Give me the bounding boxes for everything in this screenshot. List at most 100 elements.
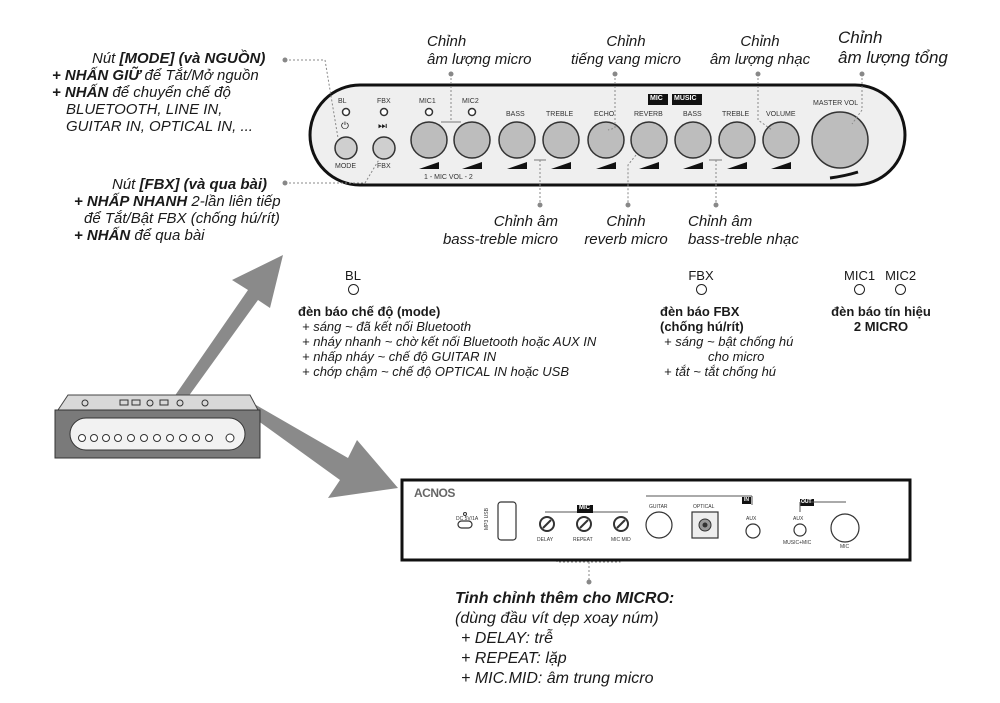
repeat-knob-label: REPEAT	[573, 537, 593, 543]
micro-note-subtitle: (dùng đầu vít dẹp xoay núm)	[455, 610, 659, 627]
fbx-note-line-1: 2-lần liên tiếp	[187, 193, 281, 210]
callout-music-bass-treble: Chỉnh âm bass-treble nhạc	[688, 213, 799, 249]
mode-note-line-3: BLUETOOTH, LINE IN,	[66, 101, 223, 118]
echo-knob[interactable]	[588, 122, 624, 158]
callout-master-volume: Chỉnh âm lượng tổng	[838, 28, 948, 68]
callout-mic-volume: Chỉnh âm lượng micro	[427, 33, 531, 69]
callout-mic-volume-line2: âm lượng micro	[427, 51, 532, 68]
mic-indicator-description: đèn báo tín hiệu 2 MICRO	[826, 304, 936, 334]
fbx-note-line-3-bold: + NHẤN	[74, 227, 131, 244]
fbx-note-line-1-bold: + NHẤP NHANH	[74, 193, 188, 210]
optical-port-label: OPTICAL	[693, 504, 715, 510]
fbx-button[interactable]	[373, 137, 395, 159]
aux-in-label: AUX	[746, 516, 757, 522]
mic1-indicator-label: MIC1	[844, 268, 876, 283]
mic1-volume-knob[interactable]	[411, 122, 447, 158]
arrow-to-front-panel	[165, 255, 283, 415]
callout-mic-volume-line1: Chỉnh	[427, 33, 467, 50]
mode-note-line-1: để Tắt/Mở nguồn	[140, 67, 259, 84]
knob-label-master-vol: MASTER VOL	[813, 100, 859, 107]
callout-mic-echo: Chỉnh tiếng vang micro	[566, 33, 686, 69]
led-label-mic1: MIC1	[419, 98, 436, 105]
bl-led-icon	[347, 284, 359, 295]
callout-reverb: Chỉnh reverb micro	[578, 213, 674, 249]
optical-port[interactable]	[692, 512, 718, 538]
next-track-icon: ⏭	[378, 121, 387, 132]
callout-mic-bass-treble-line2: bass-treble micro	[442, 231, 558, 248]
badge-mic: MIC	[650, 95, 663, 102]
micro-note-item: + MIC.MID: âm trung micro	[461, 670, 654, 687]
mode-note-line-2: để chuyển chế độ	[108, 84, 231, 101]
usb-port[interactable]	[497, 501, 517, 541]
mode-button-shape	[334, 136, 358, 160]
mic-mid-knob-label: MIC MID	[611, 537, 631, 543]
guitar-jack-label: GUITAR	[649, 504, 668, 510]
fbx-indicator-subtitle: (chống hú/rít)	[660, 319, 744, 334]
master-volume-knob[interactable]	[812, 112, 868, 168]
mic-bass-knob[interactable]	[499, 122, 535, 158]
reverb-knob[interactable]	[631, 122, 667, 158]
fbx-button-label: FBX	[377, 163, 391, 170]
guitar-jack[interactable]	[646, 512, 672, 538]
mic-vol-label: 1 - MIC VOL - 2	[424, 174, 473, 181]
micro-tuning-note: Tinh chỉnh thêm cho MICRO: (dùng đầu vít…	[455, 589, 674, 689]
micro-note-title: Tinh chỉnh thêm cho MICRO:	[455, 590, 675, 607]
mode-note-prefix: Nút	[92, 50, 120, 67]
mic2-volume-knob[interactable]	[454, 122, 490, 158]
callout-music-bass-treble-line1: Chỉnh âm	[688, 213, 753, 230]
aux-out-jack[interactable]	[794, 524, 806, 536]
led-label-mic2: MIC2	[462, 98, 479, 105]
knob-label-music-bass: BASS	[683, 111, 702, 118]
aux-in-jack[interactable]	[746, 524, 760, 538]
mic-indicator-title: đèn báo tín hiệu	[831, 304, 931, 319]
music-bass-knob[interactable]	[675, 122, 711, 158]
fbx-note-title: [FBX] (và qua bài)	[139, 176, 268, 193]
fbx-indicator-item: + sáng ~ bật chống hú	[664, 334, 794, 349]
bl-indicator-item: + nhấp nháy ~ chế độ GUITAR IN	[302, 349, 497, 364]
aux-out-label: AUX	[793, 516, 804, 522]
arrow-to-rear-panel	[250, 405, 398, 498]
mic2-indicator-label: MIC2	[885, 268, 917, 283]
micro-note-item: + REPEAT: lặp	[461, 650, 567, 667]
music-treble-knob[interactable]	[719, 122, 755, 158]
front-control-panel	[308, 83, 907, 187]
fbx-note-line-2: để Tắt/Bật FBX (chống hú/rít)	[84, 210, 280, 227]
out-badge: OUT	[801, 499, 812, 505]
rear-mic-badge: MIC	[579, 505, 590, 511]
bl-indicator-description: đèn báo chế độ (mode) + sáng ~ đã kết nố…	[298, 304, 596, 379]
knob-label-volume: VOLUME	[766, 111, 796, 118]
usb-port-label: MP3 USB	[484, 508, 490, 530]
bl-indicator-label: BL	[345, 268, 361, 283]
mic-mid-trim-knob[interactable]	[613, 516, 629, 532]
music-volume-knob[interactable]	[763, 122, 799, 158]
callout-music-volume-line2: âm lượng nhạc	[709, 51, 811, 68]
mode-note-line-2-bold: + NHẤN	[52, 84, 109, 101]
mode-button-label: MODE	[335, 163, 356, 170]
knob-label-echo: ECHO	[594, 111, 615, 118]
dc-port[interactable]	[457, 520, 473, 529]
brand-logo: ACNOS	[414, 486, 455, 500]
fbx-indicator-item: + tắt ~ tắt chống hú	[664, 364, 777, 379]
mode-button[interactable]	[335, 137, 357, 159]
fbx-indicator-title: đèn báo FBX	[660, 304, 740, 319]
dc-port-label: DC 5V/1A	[456, 516, 479, 522]
fbx-indicator: FBX	[686, 268, 716, 298]
mic-input-jack[interactable]	[831, 514, 859, 542]
aux-out-sublabel: MUSIC+MIC	[783, 540, 812, 546]
bl-indicator-title: đèn báo chế độ (mode)	[298, 304, 441, 319]
knob-label-reverb: REVERB	[634, 111, 663, 118]
mic-treble-knob[interactable]	[543, 122, 579, 158]
power-icon: ⏻	[341, 121, 349, 132]
repeat-trim-knob[interactable]	[576, 516, 592, 532]
device-illustration	[54, 394, 261, 459]
bl-indicator-item: + nháy nhanh ~ chờ kết nối Bluetooth hoặ…	[302, 334, 597, 349]
callout-mic-bass-treble: Chỉnh âm bass-treble micro	[432, 213, 558, 249]
callout-master-volume-line2: âm lượng tổng	[838, 48, 948, 67]
badge-music: MUSIC	[674, 95, 697, 102]
fbx-button-note: Nút [FBX] (và qua bài) + NHẤP NHANH 2-lầ…	[74, 176, 281, 244]
callout-reverb-line1: Chỉnh	[606, 213, 646, 230]
callout-master-volume-line1: Chỉnh	[838, 28, 883, 47]
mode-button-note: Nút [MODE] (và NGUỒN) + NHẤN GIỮ để Tắt/…	[52, 50, 265, 135]
delay-trim-knob[interactable]	[539, 516, 555, 532]
